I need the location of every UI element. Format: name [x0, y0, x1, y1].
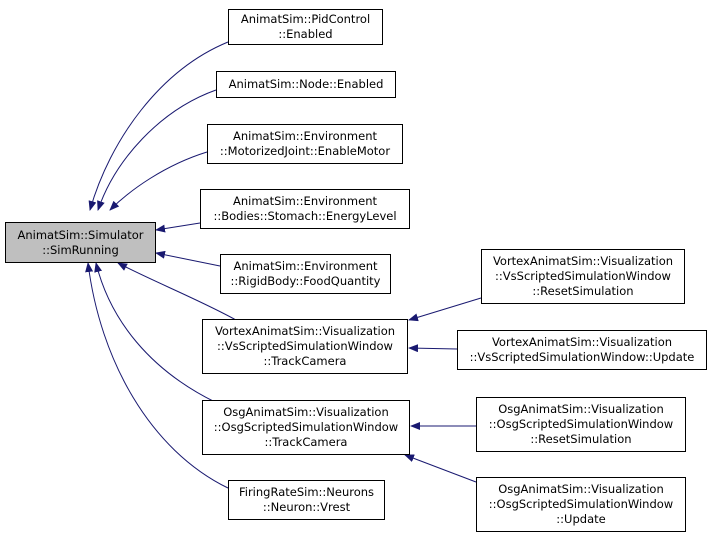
node-simulator-simrunning: AnimatSim::Simulator ::SimRunning: [5, 222, 156, 263]
node-line: FiringRateSim::Neurons: [238, 485, 375, 499]
node-line: ::ResetSimulation: [530, 432, 632, 446]
edge-motor-to-root: [109, 151, 208, 211]
node-line: VortexAnimatSim::Visualization: [214, 324, 396, 338]
edge-otrack-to-root: [94, 262, 216, 403]
node-line: ::TrackCamera: [263, 354, 347, 368]
node-line: ::MotorizedJoint::EnableMotor: [219, 144, 391, 158]
node-osg-update[interactable]: OsgAnimatSim::Visualization ::OsgScripte…: [476, 477, 686, 532]
edge-node-to-root: [97, 89, 217, 211]
edge-pid-to-root: [88, 41, 229, 211]
node-line: ::Neuron::Vrest: [262, 500, 351, 514]
node-line: ::TrackCamera: [264, 435, 348, 449]
node-line: OsgAnimatSim::Visualization: [498, 482, 664, 496]
node-line: ::SimRunning: [42, 242, 119, 257]
node-line: ::VsScriptedSimulationWindow::Update: [469, 350, 695, 364]
node-line: VortexAnimatSim::Visualization: [492, 254, 674, 268]
node-line: ::VsScriptedSimulationWindow: [495, 269, 671, 283]
edge-oupd-to-otrack: [404, 454, 477, 483]
node-osg-trackcamera[interactable]: OsgAnimatSim::Visualization ::OsgScripte…: [202, 400, 410, 455]
node-neuron-vrest[interactable]: FiringRateSim::Neurons ::Neuron::Vrest: [228, 480, 385, 520]
edge-vreset-to-vtrack: [408, 297, 482, 322]
node-pidcontrol-enabled[interactable]: AnimatSim::PidControl ::Enabled: [228, 9, 383, 45]
node-line: ::OsgScriptedSimulationWindow: [213, 420, 399, 434]
node-line: AnimatSim::Environment: [233, 129, 377, 143]
node-line: ::OsgScriptedSimulationWindow: [488, 417, 674, 431]
node-line: OsgAnimatSim::Visualization: [223, 405, 389, 419]
node-line: AnimatSim::Environment: [233, 194, 377, 208]
node-line: ::ResetSimulation: [532, 284, 634, 298]
node-line: ::VsScriptedSimulationWindow: [217, 339, 393, 353]
node-vs-trackcamera[interactable]: VortexAnimatSim::Visualization ::VsScrip…: [202, 319, 408, 374]
edge-vupd-to-vtrack: [408, 344, 458, 353]
node-line: ::OsgScriptedSimulationWindow: [488, 497, 674, 511]
node-stomach-energylevel[interactable]: AnimatSim::Environment ::Bodies::Stomach…: [200, 189, 410, 229]
edge-stom-to-root: [155, 222, 201, 233]
node-vs-update[interactable]: VortexAnimatSim::Visualization ::VsScrip…: [457, 330, 707, 370]
node-line: ::Bodies::Stomach::EnergyLevel: [213, 209, 397, 223]
node-line: AnimatSim::PidControl: [240, 12, 371, 26]
node-line: ::Update: [556, 512, 606, 526]
node-rigidbody-foodquantity[interactable]: AnimatSim::Environment ::RigidBody::Food…: [220, 254, 391, 294]
node-motorizedjoint-enablemotor[interactable]: AnimatSim::Environment ::MotorizedJoint:…: [207, 124, 403, 164]
edge-vtrack-to-root: [117, 262, 237, 321]
node-osg-resetsimulation[interactable]: OsgAnimatSim::Visualization ::OsgScripte…: [476, 397, 686, 452]
node-line: AnimatSim::Node::Enabled: [228, 77, 384, 91]
edge-rigid-to-root: [155, 250, 221, 267]
node-node-enabled[interactable]: AnimatSim::Node::Enabled: [216, 71, 396, 98]
node-line: AnimatSim::Environment: [233, 259, 378, 273]
edge-fire-to-root: [85, 262, 229, 489]
node-line: ::RigidBody::FoodQuantity: [230, 274, 381, 288]
node-vs-resetsimulation[interactable]: VortexAnimatSim::Visualization ::VsScrip…: [481, 249, 685, 304]
node-line: VortexAnimatSim::Visualization: [491, 335, 673, 349]
node-line: OsgAnimatSim::Visualization: [498, 402, 664, 416]
node-line: ::Enabled: [278, 27, 333, 41]
node-line: AnimatSim::Simulator: [17, 227, 144, 242]
